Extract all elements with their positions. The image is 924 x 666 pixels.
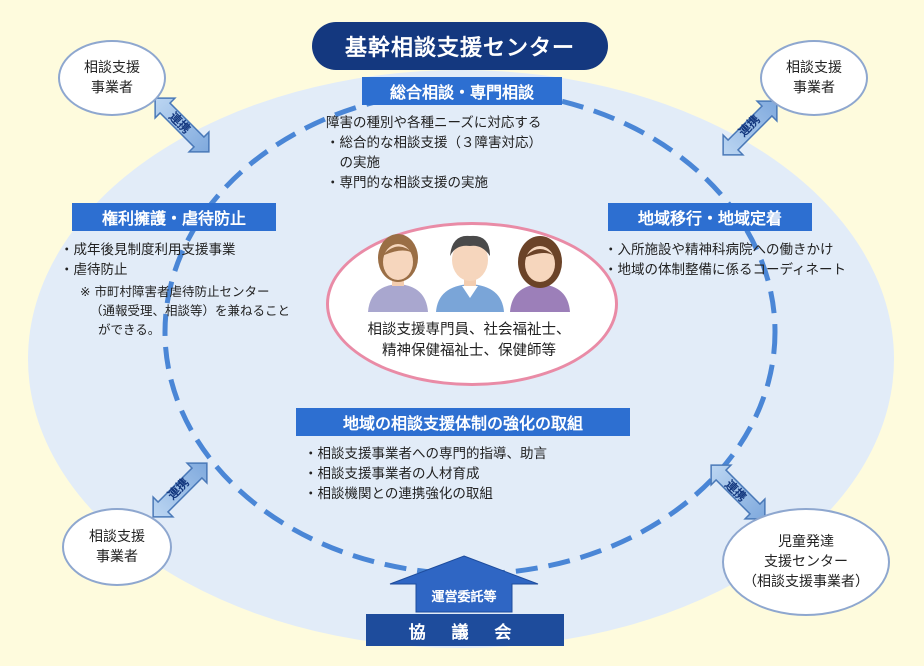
outer-circle-bottom-left: 相談支援事業者 <box>62 508 172 586</box>
link-arrow-bottom-left <box>152 462 208 518</box>
outer-circle-bottom-right: 児童発達支援センター（相談支援事業者） <box>722 508 890 616</box>
staff-woman-icon <box>510 236 570 312</box>
staff-man-icon <box>436 235 504 312</box>
commission-up-arrow <box>389 555 539 613</box>
section-header-chiiki-iko: 地域移行・地域定着 <box>608 203 812 231</box>
staff-woman-icon <box>368 234 428 312</box>
section-text-sogo: 障害の種別や各種ニーズに対応する ・総合的な相談支援（３障害対応） の実施 ・専… <box>326 115 542 191</box>
section-text-chiiki-iko: ・入所施設や精神科病院への働きかけ ・地域の体制整備に係るコーディネート <box>604 242 847 278</box>
staff-illustration <box>368 234 570 312</box>
outer-circle-top-right: 相談支援事業者 <box>760 40 868 116</box>
staff-text: 相談支援専門員、社会福祉士、 精神保健福祉士、保健師等 <box>367 322 571 359</box>
center-title: 基幹相談支援センター <box>312 22 608 70</box>
section-header-kyoka: 地域の相談支援体制の強化の取組 <box>296 408 630 436</box>
commission-label: 運営委託等 <box>431 590 497 605</box>
section-text-kyoka: ・相談支援事業者への専門的指導、助言 ・相談支援事業者の人材育成 ・相談機関との… <box>304 446 547 502</box>
section-header-kenri: 権利擁護・虐待防止 <box>72 203 276 231</box>
section-header-sogo: 総合相談・専門相談 <box>362 77 562 105</box>
link-arrow-top-left <box>154 97 210 153</box>
outer-circle-top-left: 相談支援事業者 <box>58 40 166 116</box>
section-text-kenri: ・成年後見制度利用支援事業 ・虐待防止 <box>60 242 236 278</box>
council-box: 協 議 会 <box>366 614 564 646</box>
section-note-kenri: ※ 市町村障害者虐待防止センター （通報受理、相談等）を兼ねること ができる。 <box>80 284 291 337</box>
